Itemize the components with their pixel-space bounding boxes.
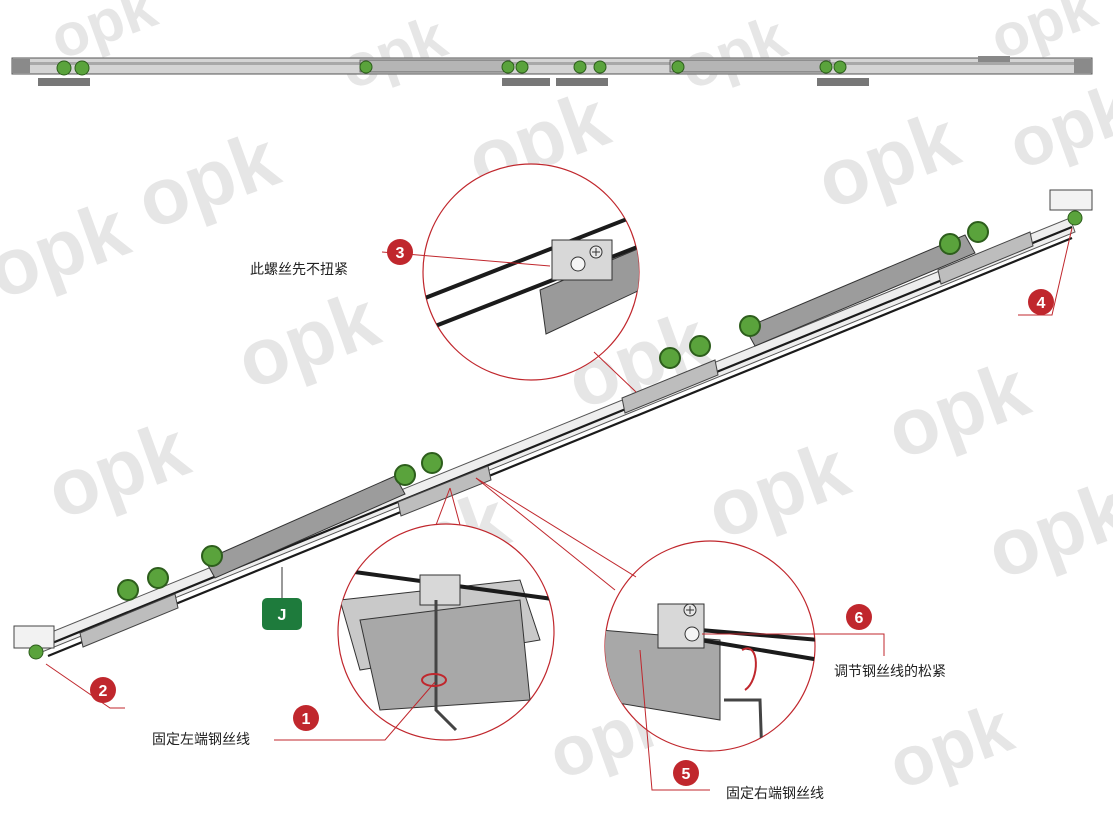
callout-number-4: 4 [1037,295,1046,312]
cross-screw-icon [589,245,603,259]
top-bracket-right [817,78,869,86]
top-rail-assembly [11,56,1093,86]
callout-number-5: 5 [682,766,691,783]
callout-5-label: 固定右端钢丝线 [726,786,824,802]
zoom-detail-top [422,163,640,381]
top-bracket-mid-left [502,78,550,86]
watermark-text: opk [998,68,1113,184]
callout-number-6: 6 [855,610,864,627]
callout-1-label: 固定左端钢丝线 [152,732,250,748]
top-bracket-left [38,78,90,86]
zoom-connectors [435,351,637,591]
watermark-text: opk [672,3,796,103]
callout-badges: 1 2 3 4 5 6 [90,239,1054,786]
clamp-block-right [657,603,705,649]
watermark-text: opk [225,274,390,406]
watermark-text: opk [805,94,970,226]
callout-number-1: 1 [302,711,311,728]
callout-badge-1: 1 [293,705,319,731]
roller-wheels [117,221,989,601]
watermark-text: opk [695,424,860,556]
callout-6-label: 调节钢丝线的松紧 [834,664,946,680]
callout-number-3: 3 [396,245,405,262]
right-end-cap [1049,189,1093,226]
part-badge-j: J [262,598,302,630]
steel-wire-lower [47,236,1073,658]
cross-screw-icon [683,603,697,617]
watermark-text: opk [35,404,200,536]
zoom-detail-right [604,540,816,752]
callout-badge-4: 4 [1028,289,1054,315]
diagonal-rail-assembly [13,189,1093,660]
callout-badge-5: 5 [673,760,699,786]
watermark-text: opk [0,184,140,316]
callout-badge-6: 6 [846,604,872,630]
part-badge-label: J [278,607,287,624]
watermark-text: opk [332,3,456,103]
callout-3-label: 此螺丝先不扭紧 [250,262,348,278]
watermark-text: opk [878,688,1022,804]
callout-badge-2: 2 [90,677,116,703]
callout-number-2: 2 [99,683,108,700]
top-wheels [56,60,847,76]
hex-key-icon [434,600,458,732]
watermark-text: opk [125,114,290,246]
callout-badge-3: 3 [387,239,413,265]
zoom-detail-left [337,523,555,741]
steel-wire-upper [39,225,1073,650]
top-bracket-mid-right [556,78,608,86]
left-end-cap [13,625,55,660]
watermark-text: opk [875,344,1040,476]
watermark-text: opk [975,464,1113,596]
